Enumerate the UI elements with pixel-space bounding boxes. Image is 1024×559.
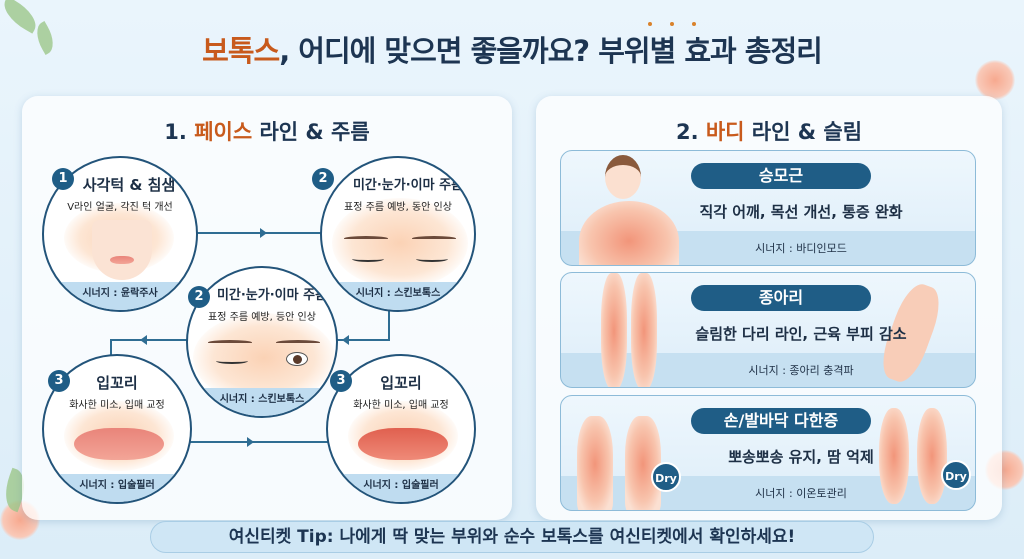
heading: 입꼬리 [380, 374, 422, 392]
glow [332, 198, 468, 288]
title-prefix: 1. [164, 120, 195, 144]
shoulder-illustration [579, 201, 679, 265]
accent: 보톡스 [202, 34, 280, 68]
body-item-hyperhidrosis: Dry Dry 손/발바닥 다한증 뽀송뽀송 유지, 땀 억제 시너지 : 이온… [560, 395, 976, 511]
heading: 사각턱 & 침샘 [82, 176, 176, 194]
dry-badge: Dry [651, 462, 681, 492]
face-panel-title: 1. 페이스 라인 & 주름 [22, 116, 512, 146]
calf-illustration [631, 273, 657, 387]
face-panel: 1. 페이스 라인 & 주름 사각턱 & 침샘 V라인 얼굴, 각진 턱 개선 … [22, 96, 512, 520]
title-rest: 라인 & 슬림 [744, 120, 863, 144]
desc: 화사한 미소, 입매 교정 [69, 400, 165, 411]
foot-illustration [917, 408, 947, 504]
decoration [293, 355, 302, 364]
face-item-wrinkles-eye: 미간·눈가·이마 주름 표정 주름 예방, 등안 인상 시너지 : 스킨보톡스 [186, 266, 338, 418]
heading: 입꼬리 [96, 374, 138, 392]
calf-illustration [601, 273, 627, 387]
brow [276, 340, 320, 345]
step-number-badge: 2 [312, 168, 334, 190]
connector [332, 339, 390, 341]
dry-badge: Dry [941, 460, 971, 490]
step-number-badge: 3 [48, 370, 70, 392]
arrow-right-icon [247, 437, 254, 447]
eye-illustration [286, 352, 308, 366]
connector [388, 306, 390, 340]
connector [110, 339, 190, 341]
title-dots [640, 22, 720, 32]
synergy: 시너지 : 입술필러 [328, 474, 474, 502]
synergy: 시너지 : 종아리 충격파 [748, 364, 854, 377]
jaw-illustration [92, 220, 152, 280]
connector [172, 232, 322, 234]
arrow-left-icon [342, 335, 349, 345]
heading: 미간·눈가·이마 주름 [216, 288, 328, 303]
eye [352, 256, 384, 262]
body-panel: 2. 바디 라인 & 슬림 승모근 직각 어깨, 목선 개선, 통증 완화 시너… [536, 96, 1002, 520]
body-panel-title: 2. 바디 라인 & 슬림 [536, 116, 1002, 146]
lips-illustration [358, 428, 448, 460]
step-number-badge: 2 [188, 286, 210, 308]
desc: 슬림한 다리 라인, 근육 부피 감소 [695, 325, 907, 343]
decoration [648, 22, 652, 26]
face-item-wrinkles: 미간·눈가·이마 주름 표정 주름 예방, 동안 인상 시너지 : 스킨보톡스 [320, 156, 476, 312]
title-rest: 라인 & 주름 [252, 120, 370, 144]
rest: , 어디에 맞으면 좋을까요? 부위별 효과 총정리 [279, 34, 823, 68]
desc: 표정 주름 예방, 동안 인상 [344, 202, 452, 213]
synergy: 시너지 : 스킨보톡스 [188, 388, 336, 416]
desc: 직각 어깨, 목선 개선, 통증 완화 [699, 203, 903, 221]
arrow-left-icon [140, 335, 147, 345]
body-item-trapezius: 승모근 직각 어깨, 목선 개선, 통증 완화 시너지 : 바디인모드 [560, 150, 976, 266]
eye [216, 358, 248, 364]
hand-illustration [577, 416, 613, 510]
title-accent: 바디 [705, 120, 745, 144]
decoration [692, 22, 696, 26]
page-title: 보톡스, 어디에 맞으면 좋을까요? 부위별 효과 총정리 [0, 28, 1024, 70]
flower-decoration [975, 60, 1015, 100]
brow [208, 340, 252, 345]
desc: 뽀송뽀송 유지, 땀 억제 [728, 448, 874, 466]
heading: 미간·눈가·이마 주름 [352, 178, 464, 193]
step-number-badge: 1 [52, 168, 74, 190]
name: 손/발바닥 다한증 [691, 408, 871, 434]
desc: V라인 얼굴, 각진 턱 개선 [67, 202, 173, 213]
synergy: 시너지 : 바디인모드 [755, 242, 847, 255]
step-number-badge: 3 [330, 370, 352, 392]
synergy: 시너지 : 이온토관리 [755, 487, 847, 500]
lips-illustration [74, 428, 164, 460]
decoration [670, 22, 674, 26]
arrow-right-icon [260, 228, 267, 238]
synergy: 시너지 : 윤락주사 [44, 282, 196, 310]
hand-illustration [625, 416, 661, 510]
desc: 화사한 미소, 입매 교정 [353, 400, 449, 411]
brow [412, 236, 456, 241]
desc: 표정 주름 예방, 등안 인상 [208, 312, 316, 323]
head-illustration [605, 155, 641, 199]
synergy: 시너지 : 스킨보톡스 [322, 282, 474, 310]
name: 종아리 [691, 285, 871, 311]
name: 승모근 [691, 163, 871, 189]
foot-illustration [879, 408, 909, 504]
title-prefix: 2. [675, 120, 706, 144]
title-accent: 페이스 [194, 120, 253, 144]
eye [416, 256, 448, 262]
face-item-jaw: 사각턱 & 침샘 V라인 얼굴, 각진 턱 개선 시너지 : 윤락주사 [42, 156, 198, 312]
lips [110, 256, 134, 264]
tip-banner: 여신티켓 Tip: 나에게 딱 맞는 부위와 순수 보톡스를 여신티켓에서 확인… [150, 521, 874, 553]
brow [344, 236, 388, 241]
synergy: 시너지 : 입술필러 [44, 474, 190, 502]
body-item-calf: 종아리 슬림한 다리 라인, 근육 부피 감소 시너지 : 종아리 충격파 [560, 272, 976, 388]
